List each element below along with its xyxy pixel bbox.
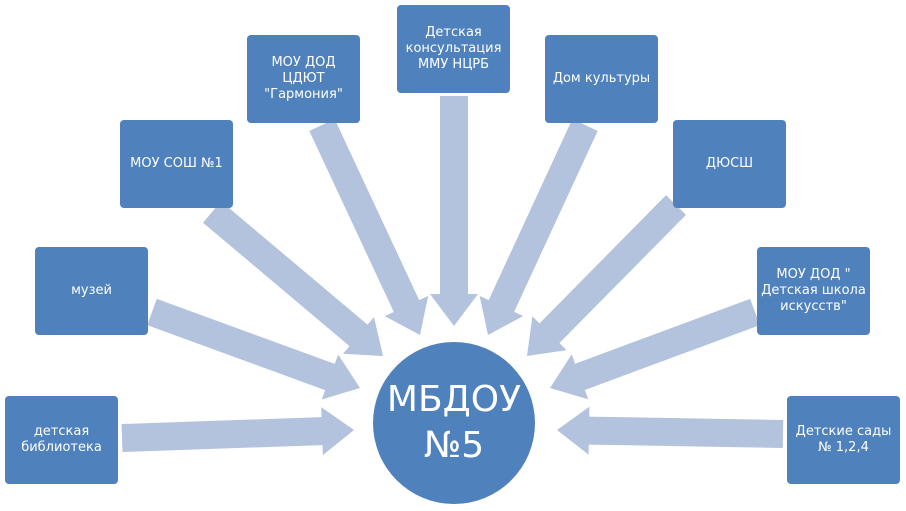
partner-dyussh: ДЮСШ [673,120,786,208]
partner-consultation: Детская консультация ММУ НЦРБ [397,5,510,93]
partner-culture-house: Дом культуры [545,35,658,123]
arrow-kindergartens [557,406,784,455]
partner-kindergartens: Детские сады № 1,2,4 [787,396,900,484]
partner-garmonia: МОУ ДОД ЦДЮТ "Гармония" [247,35,360,123]
partner-museum: музей [35,247,148,335]
center-node: МБДОУ №5 [373,342,535,504]
partner-school1: МОУ СОШ №1 [120,120,233,208]
arrow-art-school [550,298,760,400]
arrow-garmonia [309,119,429,335]
arrow-dyussh [527,195,686,356]
center-number: №5 [423,425,485,466]
arrow-school1 [202,201,383,356]
center-title: МБДОУ [386,379,522,420]
arrow-library [121,407,355,456]
arrow-culture-house [479,119,598,335]
arrow-museum [147,298,360,400]
arrow-consultation [430,96,478,326]
partner-art-school: МОУ ДОД " Детская школа искусств" [757,247,870,335]
partner-library: детская библиотека [5,396,118,484]
